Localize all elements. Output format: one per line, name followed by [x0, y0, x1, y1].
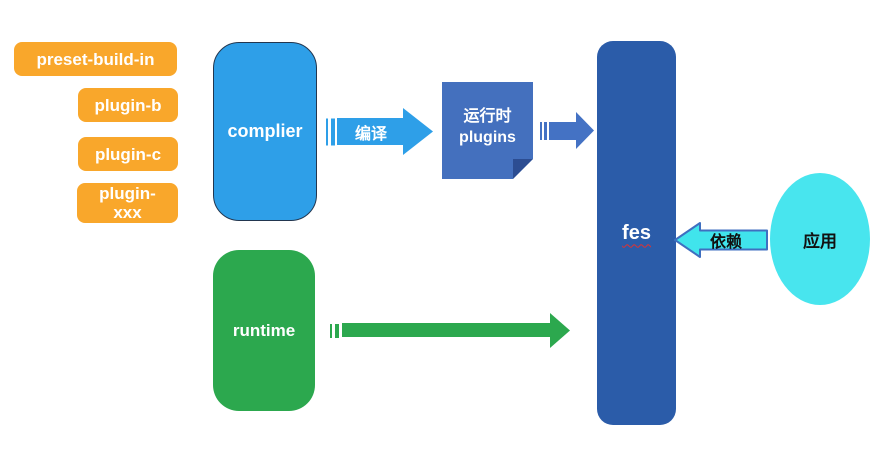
plugin-chip-label: preset-build-in	[36, 49, 155, 69]
arrow-head-icon	[576, 112, 594, 149]
arrow-head-icon	[550, 313, 570, 348]
fes-label: fes	[622, 221, 651, 244]
complier-label: complier	[227, 121, 303, 141]
arrow-stripe	[544, 121, 547, 140]
runtime-label: runtime	[232, 320, 296, 340]
app-label: 应用	[803, 231, 837, 251]
arrow-stripe	[540, 121, 542, 140]
compile-arrow-label: 编译	[354, 125, 387, 143]
left-arrow-icon	[674, 222, 768, 258]
runtime-box: runtime	[213, 250, 315, 411]
plugin-chip-label: plugin-b	[94, 95, 162, 115]
arrow-stripe	[335, 323, 339, 338]
plugin-chip-preset-build-in: preset-build-in	[14, 42, 177, 76]
runtime-plugins-label-line2: plugins	[459, 128, 516, 146]
arrow-stripe	[326, 118, 328, 145]
runtime-to-fes-arrow	[330, 313, 570, 348]
plugin-chip-label: plugin-c	[94, 144, 162, 164]
folded-corner-icon	[513, 159, 533, 179]
arrow-shaft	[549, 122, 577, 140]
plugin-chip-c: plugin-c	[78, 137, 178, 171]
arrow-stripe	[330, 323, 332, 338]
depends-arrow-label: 依赖	[709, 234, 742, 251]
runtime-plugins-note: 运行时 plugins	[442, 82, 533, 179]
plugin-chip-b: plugin-b	[78, 88, 178, 122]
complier-box: complier	[213, 42, 317, 221]
plugin-chip-label-line2: xxx	[113, 203, 142, 222]
arrow-shaft: 编译	[337, 118, 405, 145]
plugin-chip-xxx: plugin- xxx	[77, 183, 178, 223]
runtime-plugins-label-line1: 运行时	[463, 107, 512, 125]
arrow-head-icon	[403, 108, 433, 155]
plugin-chip-label-line1: plugin-	[99, 184, 156, 203]
depends-arrow: 依赖	[674, 221, 769, 259]
compile-arrow: 编译	[326, 108, 433, 155]
fes-bar: fes	[597, 41, 676, 425]
app-ellipse: 应用	[770, 173, 870, 305]
plugins-to-fes-arrow	[540, 112, 594, 149]
arrow-stripe	[331, 118, 335, 145]
arrow-shaft	[342, 323, 551, 337]
